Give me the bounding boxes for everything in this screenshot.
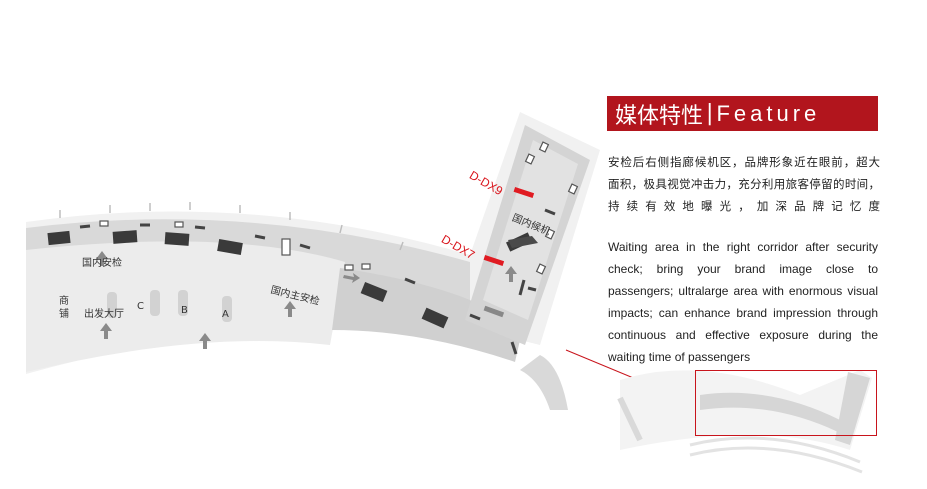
flow-arrow-up [199, 333, 211, 349]
label-zone-a: A [222, 309, 229, 320]
ad-position-dx7[interactable] [483, 255, 505, 266]
flow-arrow-up [284, 301, 296, 317]
flow-arrow-up [505, 266, 517, 282]
label-zone-b: B [181, 305, 188, 316]
description-cn-line: 面积，极具视觉冲击力，充分利用旅客停留的时间， [608, 177, 880, 191]
ad-panel [421, 307, 449, 329]
description-cn-line: 持续有效地曝光，加深品牌记忆度 [608, 199, 880, 213]
title-separator: | [706, 101, 714, 126]
flow-arrow-right [343, 273, 360, 283]
feature-title-bar: 媒体特性 | Feature [607, 96, 878, 131]
description-cn: 安检后右侧指廊候机区，品牌形象近在眼前，超大 面积，极具视觉冲击力，充分利用旅客… [608, 151, 880, 217]
thumbnail-highlight-box [695, 370, 877, 436]
label-shops: 商铺 [59, 296, 69, 320]
ad-position-dx9[interactable] [513, 187, 535, 198]
description-en: Waiting area in the right corridor after… [608, 240, 878, 364]
terminal-thumbnail [617, 370, 872, 474]
description-cn-line: 安检后右侧指廊候机区，品牌形象近在眼前，超大 [608, 155, 880, 169]
label-departure-hall: 出发大厅 [84, 309, 124, 320]
ad-panel [112, 230, 138, 244]
flow-arrow-up [96, 251, 108, 266]
ad-panel [360, 281, 388, 303]
ad-panel [217, 239, 243, 255]
title-en: Feature [716, 100, 821, 126]
ad-panel [47, 230, 71, 246]
pier-inner [483, 140, 578, 320]
ad-panel [164, 232, 190, 246]
terminal-edge-right [520, 355, 568, 410]
title-cn: 媒体特性 [615, 103, 704, 129]
label-domestic-security: 国内安检 [82, 258, 122, 269]
label-zone-c: C [137, 301, 144, 312]
flow-arrow-up [100, 323, 112, 339]
